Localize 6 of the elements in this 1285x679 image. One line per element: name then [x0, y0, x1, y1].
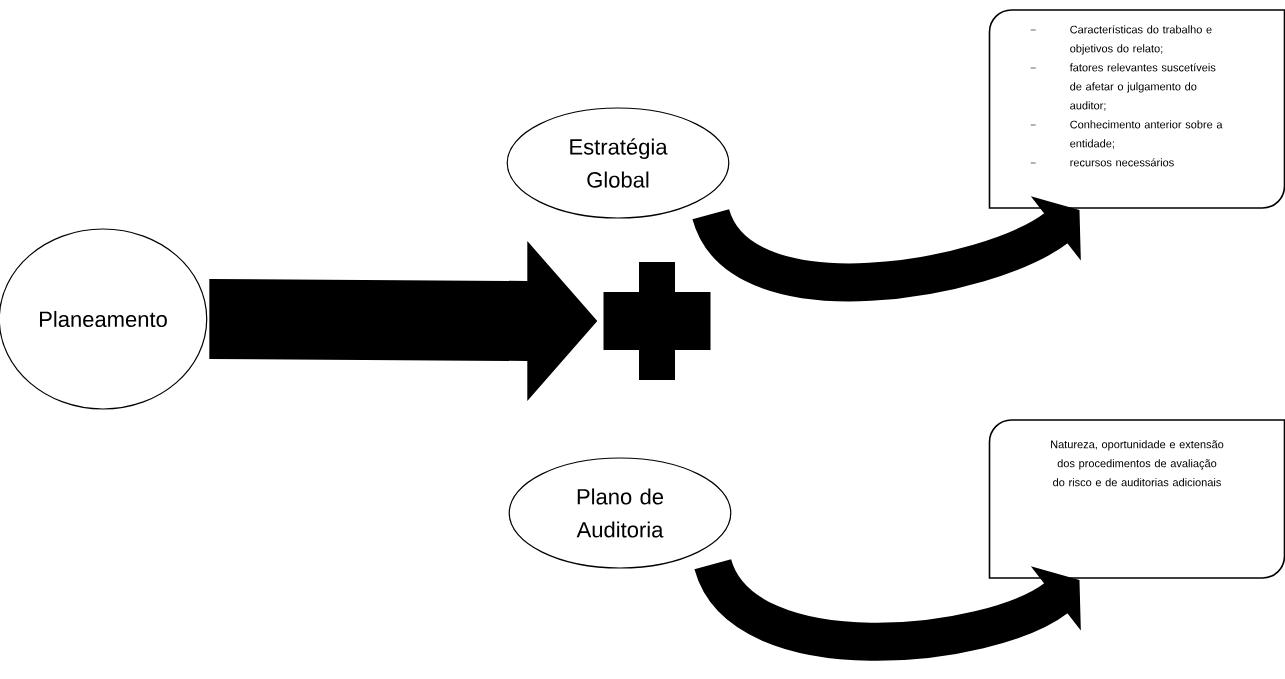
block-arrow [209, 241, 598, 401]
text-box: Natureza, oportunidade e extensão dos procedimentos de avaliação do risco e de auditorias adicionais [988, 419, 1285, 579]
plus-symbol [603, 262, 711, 380]
block-arrow [695, 556, 1081, 661]
ellipse-node: Plano de Auditoria [508, 457, 732, 569]
ellipse-node: Estratégia Global [506, 107, 730, 219]
